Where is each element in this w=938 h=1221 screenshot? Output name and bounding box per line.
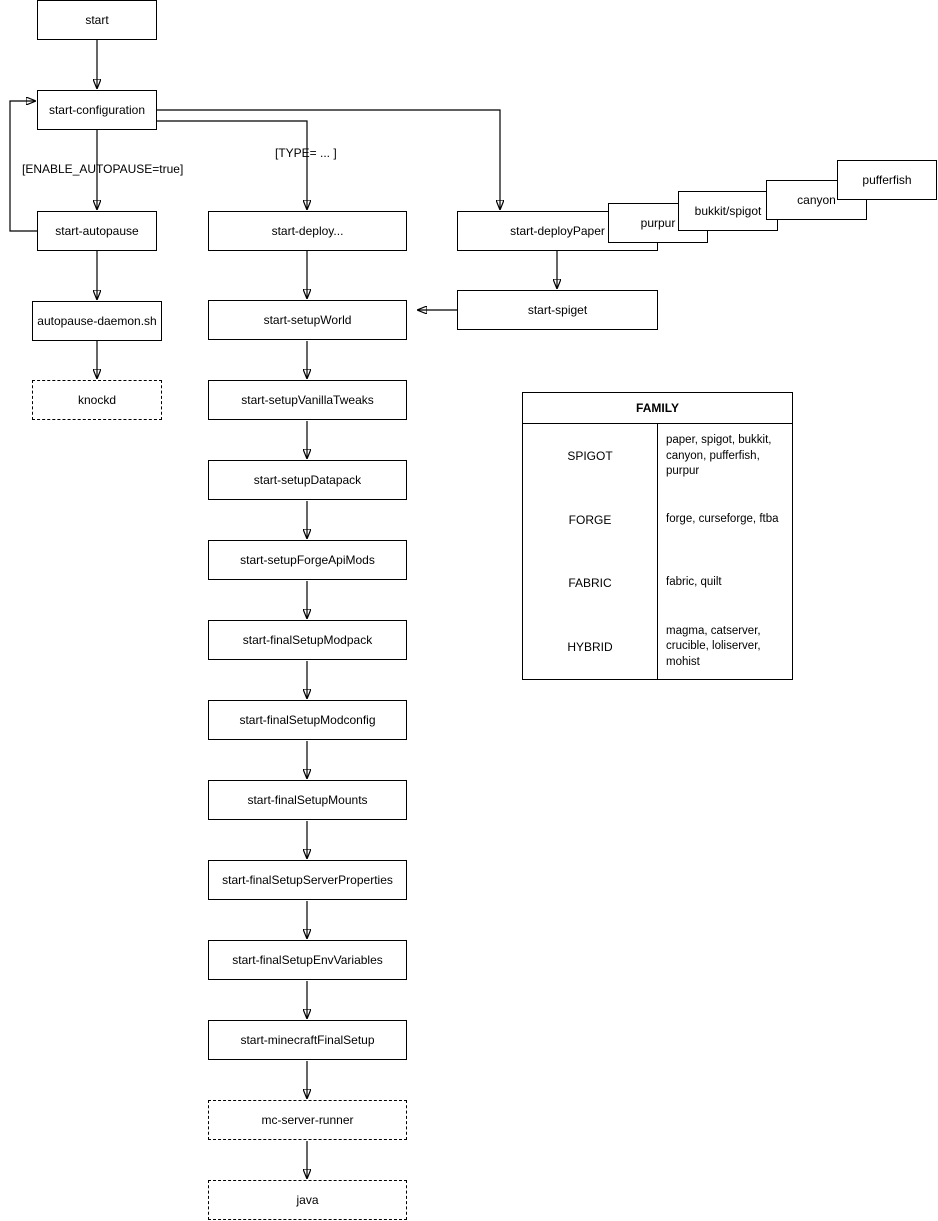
node-start-finalSetupMounts[interactable]: start-finalSetupMounts [208, 780, 407, 820]
legend-key-hybrid: HYBRID [523, 614, 658, 680]
legend-value-hybrid: magma, catserver, crucible, loliserver, … [666, 624, 761, 668]
node-start-deploy[interactable]: start-deploy... [208, 211, 407, 251]
node-start-setupWorld[interactable]: start-setupWorld [208, 300, 407, 340]
node-label: start-spiget [527, 302, 588, 317]
legend-value-spigot: paper, spigot, bukkit, canyon, pufferfis… [666, 434, 772, 478]
edge-label-text: [TYPE= ... ] [275, 146, 337, 160]
family-legend-table: FAMILY SPIGOT paper, spigot, bukkit, can… [522, 392, 793, 681]
node-start-spiget[interactable]: start-spiget [457, 290, 658, 330]
node-label: start-setupForgeApiMods [240, 552, 375, 567]
node-autopause-daemon[interactable]: autopause-daemon.sh [32, 301, 162, 341]
node-label: start-deployPaper [510, 223, 605, 238]
node-label: autopause-daemon.sh [37, 313, 157, 328]
node-start-finalSetupModpack[interactable]: start-finalSetupModpack [208, 620, 407, 660]
node-canyon[interactable]: canyon [766, 180, 867, 220]
edge-label-text: [ENABLE_AUTOPAUSE=true] [22, 162, 184, 176]
edge-label-type: [TYPE= ... ] [275, 146, 337, 160]
node-knockd[interactable]: knockd [32, 380, 162, 420]
node-label: start-autopause [55, 223, 139, 238]
node-label: start-setupVanillaTweaks [241, 392, 374, 407]
node-bukkit-spigot[interactable]: bukkit/spigot [678, 191, 778, 231]
node-label: knockd [77, 392, 117, 407]
legend-key-forge: FORGE [523, 488, 658, 552]
legend-header-cell: FAMILY [523, 393, 792, 425]
node-start-configuration[interactable]: start-configuration [37, 90, 157, 130]
node-label: start-configuration [48, 102, 146, 117]
node-label: start-finalSetupServerProperties [222, 872, 393, 887]
node-label: start-deploy... [271, 223, 344, 238]
node-start-setupForgeApiMods[interactable]: start-setupForgeApiMods [208, 540, 407, 580]
legend-row-hybrid: HYBRID magma, catserver, crucible, lolis… [523, 614, 792, 680]
legend-row-forge: FORGE forge, curseforge, ftba [523, 488, 792, 552]
node-label: pufferfish [862, 172, 912, 187]
node-label: start-setupDatapack [253, 472, 362, 487]
node-start-finalSetupServerProperties[interactable]: start-finalSetupServerProperties [208, 860, 407, 900]
node-start[interactable]: start [37, 0, 157, 40]
node-java[interactable]: java [208, 1180, 407, 1220]
node-label: mc-server-runner [261, 1112, 354, 1127]
node-label: purpur [640, 215, 676, 230]
node-start-finalSetupModconfig[interactable]: start-finalSetupModconfig [208, 700, 407, 740]
node-label: start-minecraftFinalSetup [240, 1032, 375, 1047]
node-label: canyon [797, 192, 836, 207]
node-label: start-finalSetupModconfig [239, 712, 376, 727]
node-start-finalSetupEnvVariables[interactable]: start-finalSetupEnvVariables [208, 940, 407, 980]
legend-key-spigot: SPIGOT [523, 423, 658, 489]
node-mc-server-runner[interactable]: mc-server-runner [208, 1100, 407, 1140]
node-pufferfish[interactable]: pufferfish [837, 160, 937, 200]
node-start-setupDatapack[interactable]: start-setupDatapack [208, 460, 407, 500]
node-label: start-finalSetupModpack [242, 632, 373, 647]
legend-value-forge: forge, curseforge, ftba [666, 513, 779, 526]
node-start-autopause[interactable]: start-autopause [37, 211, 157, 251]
node-label: java [296, 1192, 319, 1207]
legend-value-fabric: fabric, quilt [666, 576, 722, 589]
node-start-minecraftFinalSetup[interactable]: start-minecraftFinalSetup [208, 1020, 407, 1060]
edge-label-enable-autopause: [ENABLE_AUTOPAUSE=true] [22, 162, 183, 176]
node-label: start [85, 12, 109, 27]
node-label: bukkit/spigot [694, 203, 762, 218]
legend-row-fabric: FABRIC fabric, quilt [523, 551, 792, 615]
node-label: start-setupWorld [263, 312, 352, 327]
node-start-setupVanillaTweaks[interactable]: start-setupVanillaTweaks [208, 380, 407, 420]
legend-header-row: FAMILY [523, 393, 792, 425]
legend-row-spigot: SPIGOT paper, spigot, bukkit, canyon, pu… [523, 423, 792, 489]
node-label: start-finalSetupEnvVariables [232, 952, 383, 967]
legend-key-fabric: FABRIC [523, 551, 658, 615]
node-label: start-finalSetupMounts [247, 792, 368, 807]
